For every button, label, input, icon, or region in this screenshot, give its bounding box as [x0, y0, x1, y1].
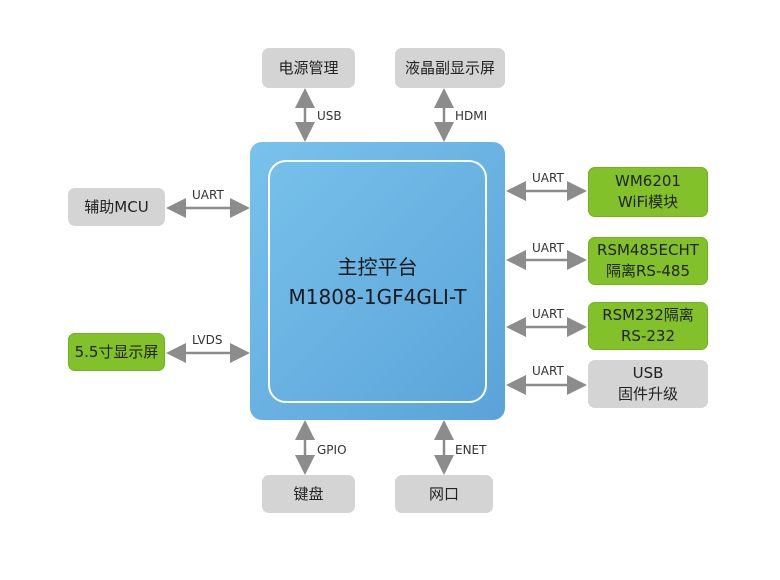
aux-mcu-box: 辅助MCU [68, 188, 165, 226]
main-title: 主控平台 [337, 254, 418, 279]
rs485-line2: 隔离RS-485 [606, 262, 690, 280]
link-label-gpio: GPIO [317, 443, 347, 457]
link-label-uart-wifi: UART [532, 171, 564, 185]
usb-firmware-box: USB 固件升级 [588, 360, 708, 408]
rs232-module-box: RSM232隔离 RS-232 [588, 302, 708, 350]
link-label-enet: ENET [455, 443, 487, 457]
rs232-line2: RS-232 [621, 327, 675, 345]
main-model: M1808-1GF4GLI-T [288, 284, 467, 309]
wifi-line1: WM6201 [615, 172, 681, 190]
link-label-uart-usb: UART [532, 364, 564, 378]
main-controller: 主控平台 M1808-1GF4GLI-T [250, 142, 505, 420]
link-label-usb: USB [317, 109, 342, 123]
wifi-line2: WiFi模块 [617, 193, 679, 211]
link-label-uart-485: UART [532, 241, 564, 255]
rs485-line1: RSM485ECHT [597, 241, 699, 259]
usbfw-line2: 固件升级 [617, 385, 678, 403]
keyboard-box: 键盘 [262, 475, 355, 513]
usbfw-line1: USB [632, 364, 664, 382]
link-label-lvds: LVDS [192, 333, 223, 347]
rs232-line1: RSM232隔离 [602, 306, 694, 324]
power-management-box: 电源管理 [262, 48, 355, 88]
lcd-sub-display-box: 液晶副显示屏 [395, 48, 505, 88]
link-label-hdmi: HDMI [455, 109, 488, 123]
link-label-uart-mcu: UART [192, 188, 224, 202]
rs485-module-box: RSM485ECHT 隔离RS-485 [588, 237, 708, 285]
lcd-display-box: 5.5寸显示屏 [68, 333, 165, 371]
link-label-uart-232: UART [532, 307, 564, 321]
network-port-box: 网口 [395, 475, 493, 513]
